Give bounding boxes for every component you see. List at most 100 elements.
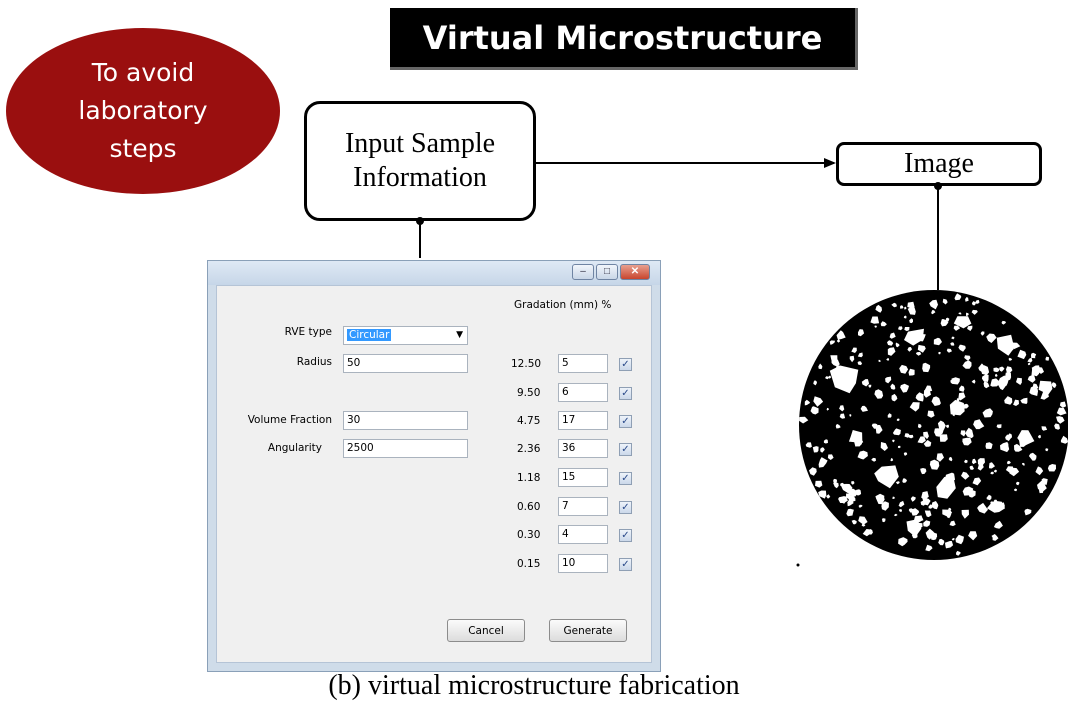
aggregate-particle xyxy=(871,423,878,429)
gradation-input[interactable]: 15 xyxy=(558,468,608,487)
aggregate-particle xyxy=(858,516,868,525)
aggregate-particle xyxy=(931,501,939,510)
aggregate-particle xyxy=(1016,481,1020,486)
ellipse-line-2: laboratory xyxy=(78,96,208,125)
checkbox-checked[interactable]: ✓ xyxy=(619,472,632,485)
aggregate-particle xyxy=(903,452,908,456)
aggregate-particle xyxy=(1041,426,1048,431)
checkbox-checked[interactable]: ✓ xyxy=(619,443,632,456)
aggregate-particle xyxy=(875,493,885,505)
microstructure-image xyxy=(799,290,1068,560)
chevron-down-icon[interactable]: ▼ xyxy=(456,330,463,340)
gradation-input[interactable]: 7 xyxy=(558,497,608,516)
checkbox-checked[interactable]: ✓ xyxy=(619,529,632,542)
aggregate-particle xyxy=(911,508,920,516)
aggregate-particle xyxy=(900,383,909,393)
aggregate-particle xyxy=(882,518,886,523)
aggregate-particle xyxy=(993,499,998,504)
aggregate-particle xyxy=(868,384,872,388)
aggregate-particle xyxy=(818,363,823,370)
aggregate-particle xyxy=(958,312,962,315)
close-icon[interactable]: ✕ xyxy=(620,264,650,280)
checkbox-checked[interactable]: ✓ xyxy=(619,501,632,514)
aggregate-particle xyxy=(998,502,1005,509)
aggregate-particle xyxy=(923,389,931,398)
gradation-input[interactable]: 10 xyxy=(558,554,608,573)
aggregate-particle xyxy=(942,509,953,517)
aggregate-particle xyxy=(971,301,976,306)
aggregate-particle xyxy=(895,481,900,485)
aggregate-particle xyxy=(892,496,896,499)
aggregate-particle xyxy=(848,370,854,376)
aggregate-particle xyxy=(917,344,926,353)
dialog-body: Gradation (mm) % RVE type Circular ▼ Rad… xyxy=(216,285,652,663)
aggregate-particle xyxy=(1045,356,1049,361)
checkbox-checked[interactable]: ✓ xyxy=(619,358,632,371)
angularity-input[interactable]: 2500 xyxy=(343,439,468,458)
aggregate-particle xyxy=(849,355,855,363)
aggregate-particle xyxy=(875,304,882,313)
radius-label: Radius xyxy=(296,356,332,368)
aggregate-particle xyxy=(968,531,978,541)
gradation-input[interactable]: 17 xyxy=(558,411,608,430)
cancel-button[interactable]: Cancel xyxy=(447,619,525,642)
aggregate-particle xyxy=(971,458,977,465)
aggregate-particle xyxy=(1035,466,1044,476)
aggregate-particle xyxy=(907,347,913,352)
maximize-icon[interactable]: □ xyxy=(596,264,618,280)
rve-type-select[interactable]: Circular ▼ xyxy=(343,326,468,345)
aggregate-particle xyxy=(1060,435,1068,444)
checkbox-checked[interactable]: ✓ xyxy=(619,415,632,428)
aggregate-particle xyxy=(971,309,978,315)
aggregate-particle xyxy=(861,379,870,387)
aggregate-particle xyxy=(949,520,956,527)
aggregate-particle xyxy=(1047,464,1056,472)
aggregate-particle xyxy=(959,385,965,392)
aggregate-particle xyxy=(929,299,938,310)
gradation-size: 12.50 xyxy=(511,358,542,370)
aggregate-particle xyxy=(907,301,915,309)
figure-caption: (b) virtual microstructure fabrication xyxy=(328,670,740,701)
aggregate-particle xyxy=(1006,460,1011,465)
aggregate-particle xyxy=(1006,366,1013,374)
aggregate-particle xyxy=(1014,488,1017,492)
aggregate-particle xyxy=(820,447,825,453)
gradation-input[interactable]: 36 xyxy=(558,439,608,458)
checkbox-checked[interactable]: ✓ xyxy=(619,558,632,571)
ellipse-line-3: steps xyxy=(109,134,177,163)
aggregate-particle xyxy=(990,378,1000,387)
generate-button[interactable]: Generate xyxy=(549,619,627,642)
minimize-icon[interactable]: – xyxy=(572,264,594,280)
aggregate-particle xyxy=(871,457,877,462)
aggregate-particle xyxy=(1029,386,1038,396)
gradation-input[interactable]: 4 xyxy=(558,525,608,544)
aggregate-particle xyxy=(917,436,926,444)
aggregate-particle xyxy=(805,442,812,448)
aggregate-particle xyxy=(860,440,864,444)
gradation-input[interactable]: 5 xyxy=(558,354,608,373)
aggregate-particle xyxy=(827,454,834,460)
gradation-input[interactable]: 6 xyxy=(558,383,608,402)
aggregate-particle xyxy=(911,532,918,539)
aggregate-particle xyxy=(965,427,974,439)
aggregate-particle xyxy=(1001,320,1006,325)
aggregate-particle xyxy=(899,364,909,374)
aggregate-particle xyxy=(996,334,1015,356)
aggregate-particle xyxy=(881,501,889,511)
volume-fraction-input[interactable]: 30 xyxy=(343,411,468,430)
aggregate-particle xyxy=(836,339,841,343)
input-sample-box: Input Sample Information xyxy=(304,101,536,221)
aggregate-particle xyxy=(809,467,817,476)
aggregate-particle xyxy=(907,306,916,315)
aggregate-particle xyxy=(846,508,854,517)
aggregate-particle xyxy=(962,437,972,446)
aggregate-particle xyxy=(909,318,913,324)
aggregate-particle xyxy=(842,500,846,504)
aggregate-particle xyxy=(878,359,881,362)
aggregate-particle xyxy=(885,376,892,384)
aggregate-particle xyxy=(952,413,955,417)
aggregate-particle xyxy=(946,348,952,353)
radius-input[interactable]: 50 xyxy=(343,354,468,373)
checkbox-checked[interactable]: ✓ xyxy=(619,387,632,400)
aggregate-particle xyxy=(1022,462,1025,466)
